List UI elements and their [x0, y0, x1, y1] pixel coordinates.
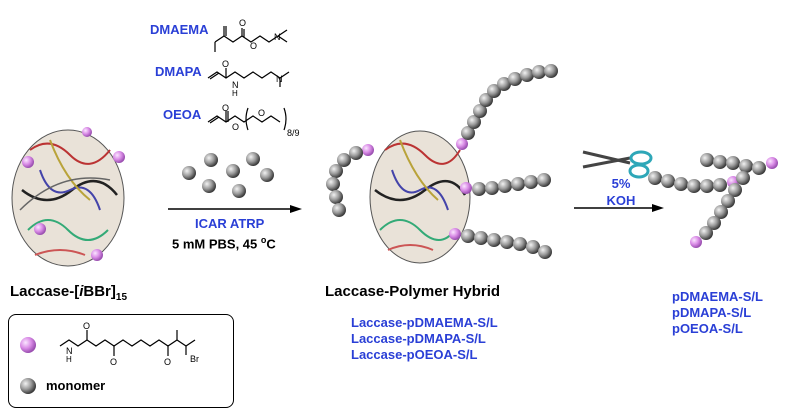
monomer-label-oeoa: OEOA	[163, 107, 202, 122]
laccase-enzyme-hybrid	[369, 130, 471, 264]
reaction1-conditions: 5 mM PBS, 45 oC	[172, 235, 276, 252]
reaction2-reagent-line1: 5%	[611, 176, 631, 191]
hybrid-label: Laccase-Polymer Hybrid	[325, 283, 501, 300]
svg-text:O: O	[250, 41, 257, 51]
monomer-sphere	[202, 179, 216, 193]
start-material-label: Laccase-[iBBr]15	[10, 283, 128, 303]
hybrid-product-2: Laccase-pDMAPA-S/L	[351, 331, 486, 346]
svg-text:O: O	[83, 321, 90, 331]
cleaved-chain-upper	[648, 171, 739, 193]
legend-monomer-sphere	[20, 378, 36, 394]
reaction2-reagent-line2: KOH	[606, 193, 636, 208]
svg-text:O: O	[222, 103, 229, 113]
legend-box	[8, 314, 234, 408]
monomer-sphere	[260, 168, 274, 182]
cleaved-product-2: pDMAPA-S/L	[672, 305, 752, 320]
monomer-label-dmapa: DMAPA	[155, 64, 202, 79]
legend-monomer-label: monomer	[46, 378, 106, 393]
svg-text:O: O	[258, 108, 265, 118]
oeoa-repeat-label: 8/9	[287, 128, 300, 138]
monomer-sphere	[246, 152, 260, 166]
svg-text:O: O	[222, 59, 229, 69]
cleaved-product-3: pOEOA-S/L	[672, 321, 743, 336]
svg-text:O: O	[232, 122, 239, 132]
svg-text:O: O	[239, 18, 246, 28]
hybrid-product-1: Laccase-pDMAEMA-S/L	[351, 315, 498, 330]
dmapa-structure	[207, 68, 290, 87]
svg-text:N: N	[232, 80, 239, 90]
scissors-icon	[582, 150, 653, 179]
monomer-sphere	[232, 184, 246, 198]
dmaema-structure	[214, 26, 288, 52]
monomer-label-dmaema: DMAEMA	[150, 22, 209, 37]
svg-text:O: O	[164, 357, 171, 367]
reaction-arrow-1	[168, 205, 302, 213]
legend-br-atom: Br	[190, 354, 199, 364]
monomer-sphere	[182, 166, 196, 180]
monomer-sphere	[226, 164, 240, 178]
hybrid-chain-upper-right	[456, 64, 558, 150]
svg-text:N: N	[274, 32, 281, 42]
hybrid-chain-middle-right	[460, 173, 551, 196]
free-monomers	[182, 152, 274, 198]
svg-text:O: O	[110, 357, 117, 367]
svg-text:H: H	[66, 355, 72, 364]
legend-initiator-sphere	[20, 337, 36, 353]
svg-text:H: H	[232, 89, 238, 98]
svg-text:N: N	[66, 346, 73, 356]
reaction1-method: ICAR ATRP	[195, 216, 265, 231]
cleaved-product-1: pDMAEMA-S/L	[672, 289, 763, 304]
svg-text:N: N	[276, 74, 283, 84]
oeoa-structure	[207, 107, 287, 131]
hybrid-product-3: Laccase-pOEOA-S/L	[351, 347, 478, 362]
hybrid-chain-left	[326, 144, 374, 217]
hybrid-chain-lower-right	[449, 228, 552, 259]
reaction-arrow-2	[574, 204, 664, 212]
laccase-enzyme-start	[11, 127, 125, 267]
monomer-sphere	[204, 153, 218, 167]
legend-initiator-structure	[59, 330, 196, 356]
cleaved-chain-right	[700, 153, 778, 175]
cleaved-chain-lower	[690, 171, 750, 248]
